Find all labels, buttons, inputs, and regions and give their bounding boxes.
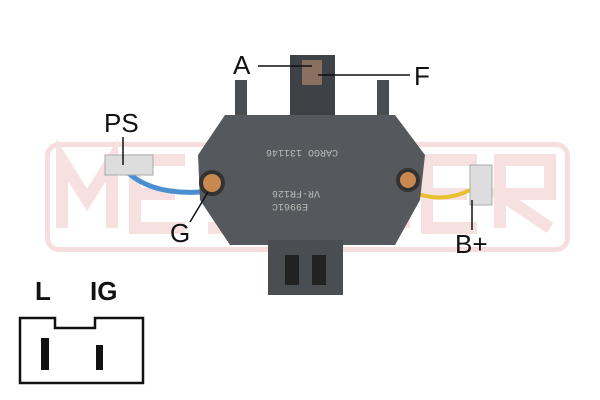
brush <box>302 60 322 85</box>
label-f: F <box>414 61 430 91</box>
label-b-plus: B+ <box>455 229 488 259</box>
connector-slot <box>285 255 299 285</box>
label-l: L <box>35 276 51 306</box>
marking-1: E9961C <box>272 200 308 211</box>
leader-g <box>189 191 209 223</box>
marking-3: CARGO 131146 <box>266 146 338 157</box>
mount-hole <box>396 168 420 192</box>
g-terminal <box>199 170 225 196</box>
label-ig: IG <box>90 276 118 306</box>
ig-pin <box>96 345 103 370</box>
bottom-connector <box>268 240 343 295</box>
regulator-body <box>198 115 425 245</box>
ps-terminal <box>104 154 154 176</box>
l-pin <box>41 338 49 370</box>
label-g: G <box>170 218 191 248</box>
b-plus-terminal <box>469 164 493 206</box>
connector-diagram <box>18 316 145 385</box>
marking-2: VR-FR126 <box>272 187 320 198</box>
connector-slot <box>312 255 326 285</box>
label-ps: PS <box>104 108 139 138</box>
label-a: A <box>233 50 251 80</box>
